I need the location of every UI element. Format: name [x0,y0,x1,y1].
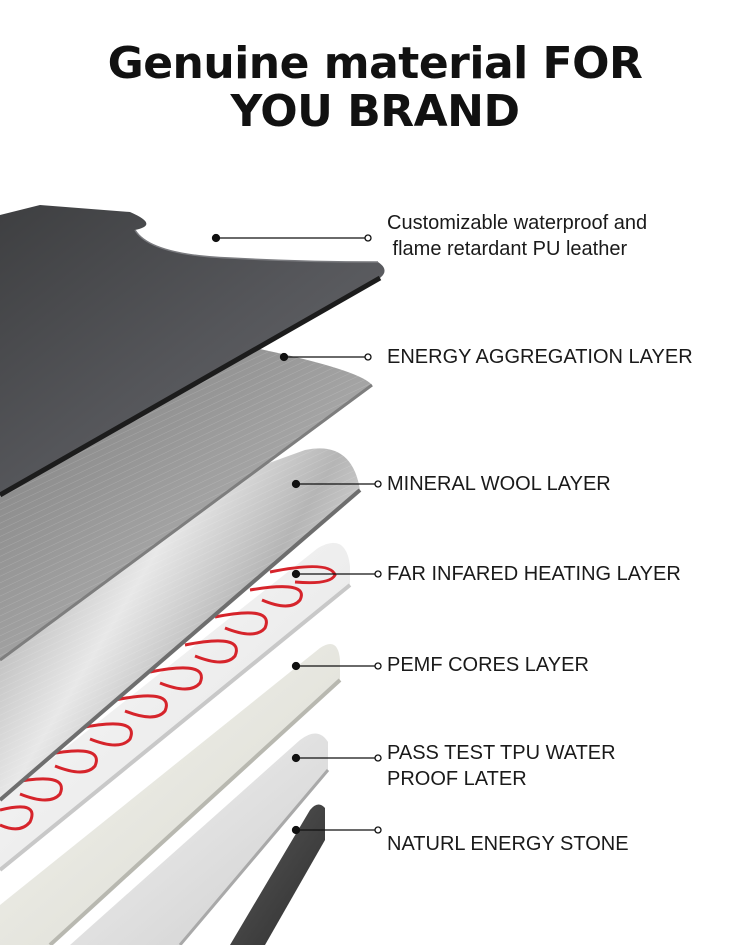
callout-mineral-wool: MINERAL WOOL LAYER [387,471,611,497]
pemf-layer [0,644,340,945]
callout-pemf-cores: PEMF CORES LAYER [387,652,589,678]
callout-energy-aggregation: ENERGY AGGREGATION LAYER [387,344,693,370]
heating-wire [0,565,337,831]
callout-energy-stone-line-1: NATURL ENERGY STONE [387,833,629,855]
tpu-layer [70,733,328,945]
headline-line-2: YOU BRAND [230,86,520,137]
callout-pu-leather: Customizable waterproof and flame retard… [387,210,647,262]
headline-line-1: Genuine material FOR [107,38,643,89]
headline: Genuine material FOR YOU BRAND [0,40,750,136]
pu-leather-layer [0,205,385,495]
callout-far-infrared-heating-line-1: FAR INFARED HEATING LAYER [387,563,681,585]
callout-tpu-waterproof-line-1: PASS TEST TPU WATER [387,742,616,764]
callout-tpu-waterproof-line-2: PROOF LATER [387,768,527,790]
heating-layer [0,542,350,870]
callout-pu-leather-line-1: Customizable waterproof and [387,212,648,234]
callout-leaders [211,233,382,835]
energy-stone-layer [230,804,325,945]
callout-pemf-cores-line-1: PEMF CORES LAYER [387,654,589,676]
callout-pu-leather-line-2: flame retardant PU leather [387,238,628,260]
callout-energy-stone: NATURL ENERGY STONE [387,831,629,857]
callout-mineral-wool-line-1: MINERAL WOOL LAYER [387,473,611,495]
callout-tpu-waterproof: PASS TEST TPU WATER PROOF LATER [387,740,616,792]
callout-far-infrared-heating: FAR INFARED HEATING LAYER [387,561,681,587]
callout-energy-aggregation-line-1: ENERGY AGGREGATION LAYER [387,346,693,368]
